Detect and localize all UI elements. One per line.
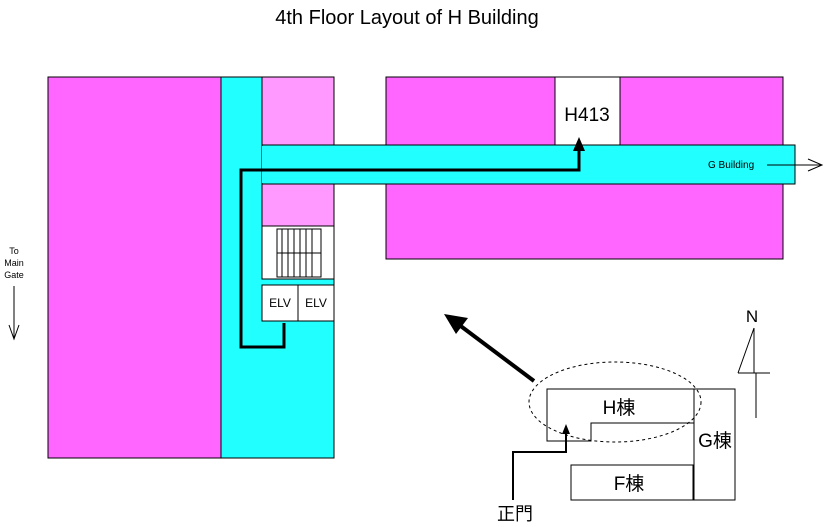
route-path — [239, 150, 581, 349]
room-lower-light — [261, 183, 335, 227]
inset-campus-map — [512, 361, 736, 501]
inset-pointer-arrow — [456, 322, 536, 383]
route-arrowhead — [573, 137, 585, 151]
map-title: 4th Floor Layout of H Building — [275, 7, 539, 29]
inset-h-building-label: H棟 — [603, 397, 636, 419]
elevator-right-label: ELV — [305, 296, 327, 310]
room-h413[interactable] — [554, 76, 621, 146]
inset-f-building-label: F棟 — [614, 473, 645, 495]
left-wing-block — [47, 76, 222, 459]
inset-g-building-label: G棟 — [698, 430, 732, 452]
inset-main-gate-label: 正門 — [497, 504, 533, 524]
north-label: N — [746, 307, 758, 326]
to-main-gate-line3: Gate — [4, 270, 24, 280]
to-main-gate-line1: To — [9, 246, 19, 256]
room-upper-light — [261, 76, 335, 146]
elevator-left-label: ELV — [269, 296, 291, 310]
to-main-gate-line2: Main — [4, 258, 24, 268]
inset-highlight-ellipse — [528, 361, 702, 443]
horizontal-corridor — [261, 144, 796, 185]
inset-f-building — [570, 464, 694, 501]
g-building-label: G Building — [708, 160, 754, 171]
elevator-right — [297, 284, 335, 322]
room-h413-label: H413 — [564, 105, 609, 126]
stairs-icon — [261, 225, 335, 280]
inset-route-path — [512, 432, 567, 500]
inset-g-building — [693, 388, 736, 501]
compass-icon — [737, 327, 770, 418]
